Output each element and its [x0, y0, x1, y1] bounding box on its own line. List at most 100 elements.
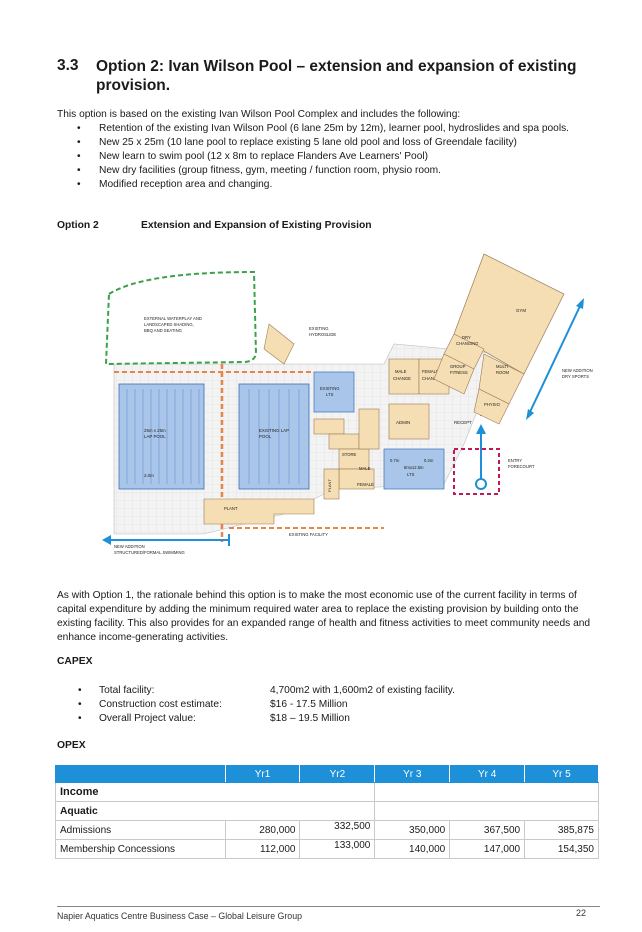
diagram-label: LTS	[407, 472, 415, 477]
diagram-label: PLANT	[224, 506, 238, 511]
diagram-label: GYM	[516, 308, 526, 313]
diagram-label: EXTERNAL WATERPLAY AND	[144, 316, 202, 321]
diagram-label: 0.2m	[424, 458, 434, 463]
diagram-label: GROUP	[450, 364, 466, 369]
opex-heading: OPEX	[57, 740, 86, 751]
section-number: 3.3	[57, 57, 79, 74]
diagram-label: HYDROSLIDE	[309, 332, 336, 337]
rationale-paragraph: As with Option 1, the rationale behind t…	[57, 590, 591, 643]
cell-value: 147,000	[449, 839, 526, 859]
income-label: Income	[54, 782, 376, 802]
intro-paragraph: This option is based on the existing Iva…	[57, 109, 461, 120]
hydroslide	[263, 323, 295, 365]
diagram-label: EXISTING LAP	[259, 428, 289, 433]
capex-value: 4,700m2 with 1,600m2 of existing facilit…	[270, 685, 455, 696]
diagram-label: 25m x 25m	[144, 428, 166, 433]
diagram-label: POOL	[259, 434, 272, 439]
page-number: 22	[576, 908, 587, 918]
existing-lap-pool	[238, 383, 310, 490]
diagram-label: ROOM	[496, 370, 510, 375]
diagram-label: FEMALE	[357, 482, 374, 487]
cell-value: 350,000	[374, 820, 451, 840]
table-header-row: Yr1 Yr2 Yr 3 Yr 4 Yr 5	[55, 765, 599, 783]
diagram-label: STRUCTURED/FORMAL SWIMMING	[114, 550, 185, 555]
column-header: Yr 5	[524, 765, 599, 783]
table-row: Membership Concessions 112,000 133,000 1…	[55, 839, 599, 859]
cell-value: 385,875	[524, 820, 599, 840]
diagram-label: CHANGE	[422, 376, 440, 381]
diagram-label: CHANGING	[456, 341, 479, 346]
table-row: Income	[54, 782, 599, 802]
diagram-label: LTS	[326, 392, 334, 397]
option-title: Extension and Expansion of Existing Prov…	[141, 220, 372, 231]
capex-heading: CAPEX	[57, 656, 93, 667]
diagram-label: EXISTING FACILITY	[289, 532, 328, 537]
diagram-label: PLANT	[327, 479, 332, 492]
diagram-label: BBQ AND SEATING	[144, 328, 182, 333]
row-label: Admissions	[55, 820, 226, 840]
waterplay-zone	[104, 270, 258, 366]
existing-lts-pool	[313, 371, 355, 413]
cell-value: 154,350	[524, 839, 599, 859]
cell-value: 140,000	[374, 839, 451, 859]
diagram-label: CHANGE	[393, 376, 411, 381]
diagram-label: LANDSCAPED SHADING,	[144, 322, 194, 327]
option-label: Option 2	[57, 220, 99, 231]
opex-table: Yr1 Yr2 Yr 3 Yr 4 Yr 5 Income Aquatic Ad…	[54, 765, 599, 859]
capex-value: $16 - 17.5 Million	[270, 699, 348, 710]
column-header: Yr2	[299, 765, 376, 783]
diagram-label: MULTI	[496, 364, 508, 369]
table-row: Admissions 280,000 332,500 350,000 367,5…	[55, 820, 599, 840]
option-bullet-list: Retention of the existing Ivan Wilson Po…	[57, 122, 597, 192]
new-lap-pool	[118, 383, 205, 490]
cell-value: 367,500	[449, 820, 526, 840]
diagram-label: FEMALE	[422, 369, 439, 374]
diagram-label: DRY SPORTS	[562, 374, 589, 379]
male-change	[388, 358, 420, 395]
list-item: New 25 x 25m (10 lane pool to replace ex…	[57, 136, 597, 150]
column-header: Yr 4	[449, 765, 526, 783]
diagram-label: FORECOURT	[508, 464, 535, 469]
row-label: Membership Concessions	[55, 839, 226, 859]
diagram-label: LAP POOL	[144, 434, 166, 439]
admin-room	[388, 403, 430, 440]
footer-text: Napier Aquatics Centre Business Case – G…	[57, 911, 302, 921]
diagram-label: RECEPT	[454, 420, 472, 425]
diagram-label: NEW ADDITION	[562, 368, 593, 373]
capex-label: Total facility:	[99, 685, 155, 696]
new-lts-pool	[383, 448, 445, 490]
list-item: Retention of the existing Ivan Wilson Po…	[57, 122, 597, 136]
diagram-label: NEW ADDITION	[114, 544, 145, 549]
table-row: Aquatic	[54, 801, 599, 821]
list-item: New learn to swim pool (12 x 8m to repla…	[57, 150, 597, 164]
diagram-label: STORE	[342, 452, 357, 457]
column-header: Yr1	[224, 765, 301, 783]
list-item: Modified reception area and changing.	[57, 178, 597, 192]
cell-value: 112,000	[224, 839, 301, 859]
aquatic-label: Aquatic	[54, 801, 376, 821]
physio-room	[473, 388, 510, 425]
cell-value: 332,500	[299, 820, 376, 840]
cell-value: 133,000	[299, 839, 376, 859]
cell-value: 280,000	[224, 820, 301, 840]
list-item: New dry facilities (group fitness, gym, …	[57, 164, 597, 178]
column-header: Yr 3	[374, 765, 451, 783]
diagram-label: MALE	[395, 369, 407, 374]
diagram-label: 8mx12.5m	[404, 465, 424, 470]
capex-value: $18 – 19.5 Million	[270, 713, 350, 724]
diagram-label: MALE	[359, 466, 371, 471]
capex-label: Construction cost estimate:	[99, 699, 222, 710]
diagram-label: ADMIN	[396, 420, 410, 425]
diagram-label: EXISTING	[320, 386, 340, 391]
footer-divider	[57, 906, 600, 907]
plant-room	[203, 498, 315, 525]
diagram-label: EXISTING	[309, 326, 329, 331]
diagram-label: 2.0m	[144, 473, 154, 478]
diagram-label: 0.7m	[390, 458, 400, 463]
floor-plan-diagram: EXTERNAL WATERPLAY AND LANDSCAPED SHADIN…	[102, 253, 593, 555]
diagram-label: ENTRY	[508, 458, 522, 463]
diagram-label: PHYSIO	[484, 402, 501, 407]
entry-forecourt	[453, 448, 500, 495]
group-fitness	[433, 353, 475, 395]
diagram-label: FITNESS	[450, 370, 468, 375]
